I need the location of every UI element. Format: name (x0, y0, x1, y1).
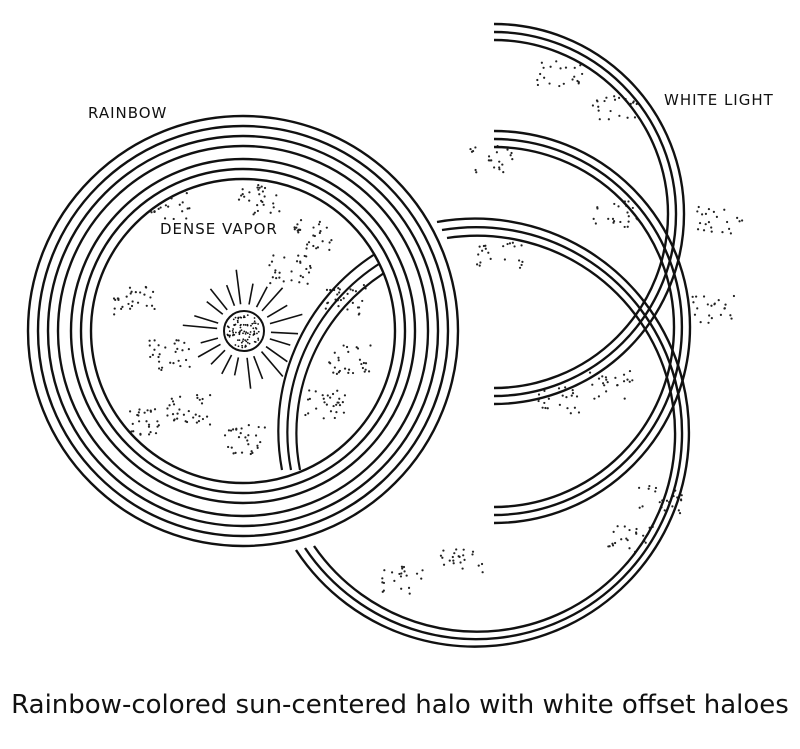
rainbow-label: RAINBOW (88, 104, 168, 122)
sun (223, 310, 265, 352)
vapor-stipple (381, 60, 744, 595)
offset-halo-inner-arcs (277, 253, 390, 471)
sun-rays (182, 269, 303, 389)
dense-vapor-label: DENSE VAPOR (160, 220, 278, 238)
white-halo-rings (294, 22, 692, 648)
halo-illustration (26, 22, 744, 648)
figure-caption: Rainbow-colored sun-centered halo with w… (11, 690, 789, 720)
dense-vapor-stipple (112, 184, 372, 456)
white-light-label: WHITE LIGHT (664, 91, 774, 109)
halo-diagram (26, 22, 744, 648)
rainbow-halo-bands (36, 124, 450, 538)
